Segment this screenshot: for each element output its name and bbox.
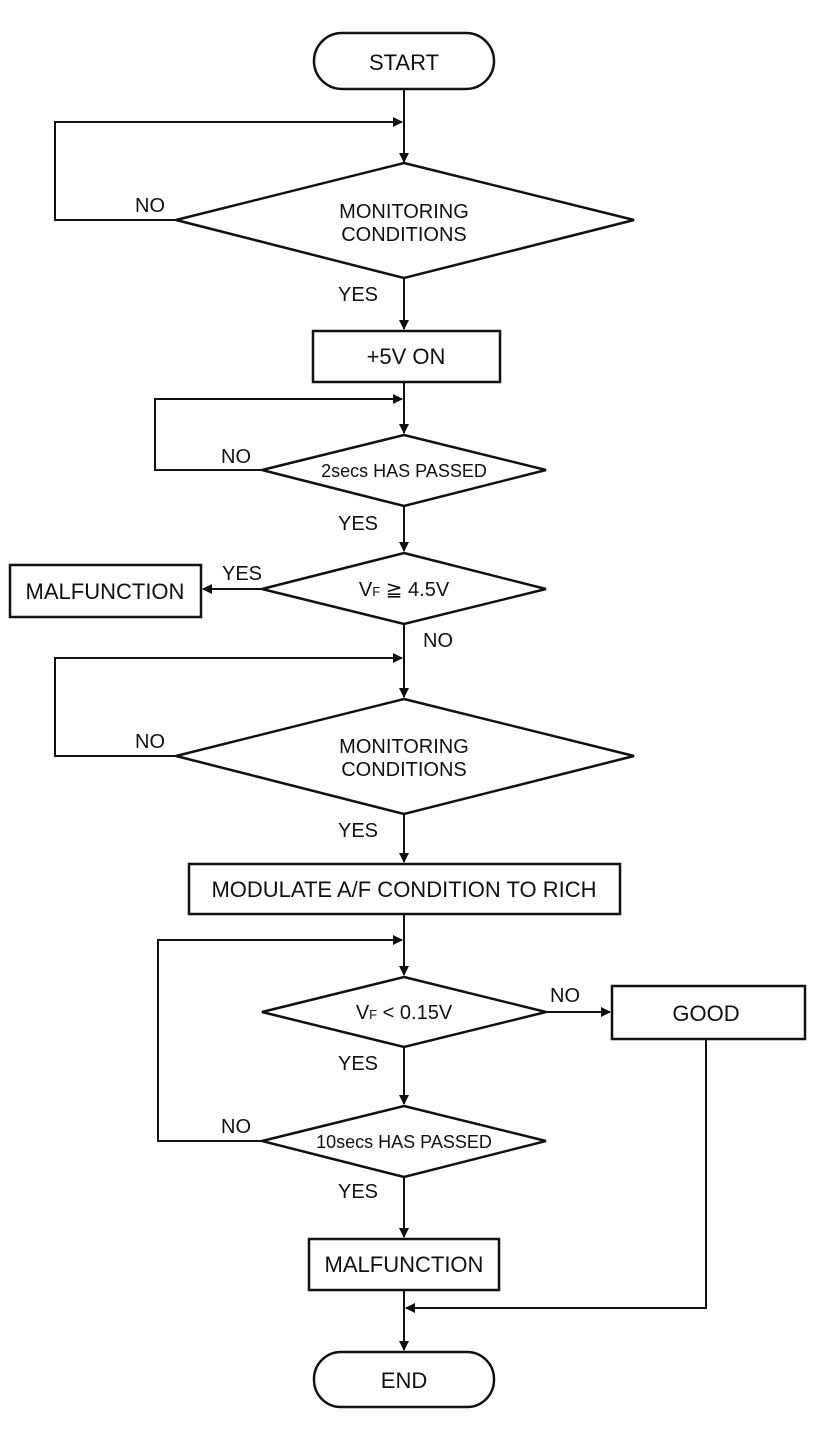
loop-line-2secs (154, 394, 403, 471)
process-modulate-af-rich (187, 862, 622, 916)
start-label: START (369, 50, 439, 75)
process-5v-on-label: +5V ON (367, 344, 446, 369)
edge-label-no: NO (135, 195, 165, 217)
decision-monitoring-conditions-1-line2: CONDITIONS (341, 224, 467, 246)
loop-line-cond1 (54, 117, 403, 221)
edge-label-no: NO (221, 1116, 251, 1138)
decision-2secs-passed-label: 2secs HAS PASSED (321, 461, 487, 481)
end-label: END (381, 1368, 427, 1393)
edge-label-yes: YES (338, 1053, 378, 1075)
result-malfunction-1-label: MALFUNCTION (26, 579, 185, 604)
edge-label-yes: YES (338, 1181, 378, 1203)
loop-line-10secs (157, 935, 403, 1142)
edge-label-yes: YES (338, 820, 378, 842)
result-good-label: GOOD (672, 1001, 739, 1026)
edge-label-yes: YES (222, 563, 262, 585)
edge-label-yes: YES (338, 284, 378, 306)
edge-label-no: NO (550, 985, 580, 1007)
decision-10secs-passed-label: 10secs HAS PASSED (316, 1132, 492, 1152)
result-good (610, 984, 807, 1041)
result-malfunction-1 (8, 563, 203, 619)
end-terminal (312, 1350, 496, 1409)
edge-label-no: NO (221, 446, 251, 468)
process-5v-on (311, 329, 502, 384)
decision-monitoring-conditions-1-line1: MONITORING (339, 201, 469, 223)
decision-monitoring-conditions-2-line1: MONITORING (339, 736, 469, 758)
loop-line-cond2 (54, 653, 403, 757)
edge-label-no: NO (135, 731, 165, 753)
edge-label-no: NO (423, 630, 453, 652)
result-malfunction-2-label: MALFUNCTION (325, 1252, 484, 1277)
decision-vf-4-5v-label: VF ≧ 4.5V (359, 579, 450, 601)
process-modulate-af-rich-label: MODULATE A/F CONDITION TO RICH (211, 877, 596, 902)
decision-vf-0-15v-label: VF < 0.15V (356, 1002, 453, 1024)
flow-line-good-to-end (405, 1039, 707, 1313)
decision-monitoring-conditions-2-line2: CONDITIONS (341, 759, 467, 781)
edge-label-yes: YES (338, 513, 378, 535)
